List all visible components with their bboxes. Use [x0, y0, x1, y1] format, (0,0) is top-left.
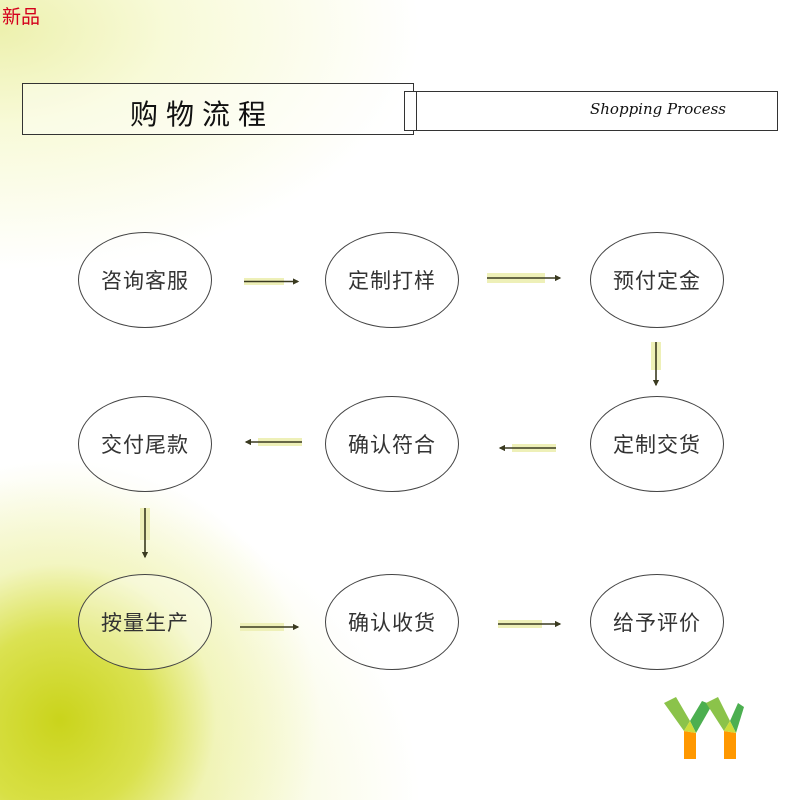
step-label: 定制交货: [613, 433, 701, 457]
step-label: 按量生产: [101, 611, 189, 635]
arrow-right-3: [240, 623, 300, 631]
step-label: 咨询客服: [101, 269, 189, 293]
step-confirm-receipt: 确认收货: [325, 574, 459, 670]
step-label: 确认符合: [348, 433, 436, 457]
step-label: 确认收货: [348, 611, 436, 635]
step-mass-production: 按量生产: [78, 574, 212, 670]
step-review: 给予评价: [590, 574, 724, 670]
step-confirm-match: 确认符合: [325, 396, 459, 492]
step-custom-sample: 定制打样: [325, 232, 459, 328]
arrow-right-1: [244, 278, 300, 285]
arrow-down-1: [651, 342, 661, 387]
arrow-down-2: [140, 508, 150, 559]
arrow-right-4: [498, 620, 562, 628]
step-custom-delivery: 定制交货: [590, 396, 724, 492]
title-banner: [22, 83, 414, 135]
step-label: 给予评价: [613, 611, 701, 635]
corner-label: 新品: [2, 6, 41, 28]
subtitle-banner: [404, 91, 778, 131]
step-label: 预付定金: [613, 269, 701, 293]
page-subtitle: Shopping Process: [590, 100, 726, 118]
step-label: 定制打样: [348, 269, 436, 293]
step-consult-service: 咨询客服: [78, 232, 212, 328]
yy-logo-icon: [664, 697, 744, 759]
arrow-left-1: [498, 444, 556, 452]
step-deposit: 预付定金: [590, 232, 724, 328]
arrow-right-2: [487, 273, 562, 283]
page-title: 购物流程: [130, 98, 275, 131]
step-label: 交付尾款: [101, 433, 189, 457]
step-final-payment: 交付尾款: [78, 396, 212, 492]
arrow-left-2: [244, 438, 302, 446]
banner-notch: [405, 91, 417, 131]
